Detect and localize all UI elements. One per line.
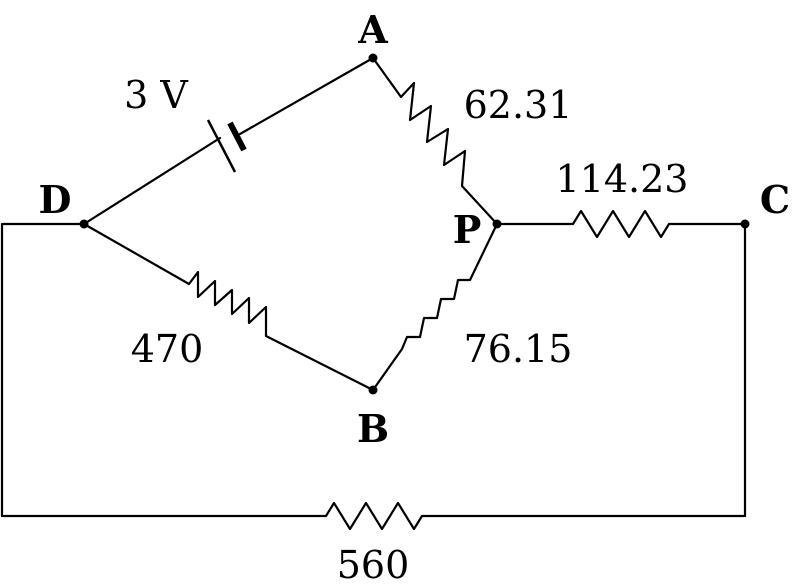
- node-label-p: P: [453, 207, 482, 252]
- node-label-c: C: [760, 177, 790, 222]
- resistor-bottom-label: 560: [337, 543, 410, 587]
- resistor-db-label: 470: [131, 327, 204, 371]
- resistor-a-p: [371, 56, 499, 226]
- node-dot-d: [79, 219, 89, 229]
- resistor-d-b: [82, 222, 375, 392]
- resistor-p-c: [495, 209, 747, 239]
- node-label-d: D: [39, 177, 72, 222]
- resistor-pc-label: 114.23: [556, 157, 689, 201]
- node-label-b: B: [357, 406, 389, 451]
- battery-label: 3 V: [124, 73, 188, 117]
- resistor-bp-label: 76.15: [464, 327, 573, 371]
- battery-plate-short: [227, 121, 247, 152]
- wire-bottom-loop: [0, 222, 747, 531]
- wire-battery-a: [238, 56, 375, 136]
- node-dot-b: [368, 385, 378, 395]
- resistor-ap-label: 62.31: [464, 83, 573, 127]
- node-dot-a: [368, 53, 378, 63]
- resistor-b-p: [371, 222, 499, 392]
- node-label-a: A: [357, 7, 388, 52]
- battery-plate-long: [206, 119, 237, 173]
- node-dot-p: [492, 219, 502, 229]
- node-dot-c: [740, 219, 750, 229]
- wire-d-battery: [82, 136, 222, 226]
